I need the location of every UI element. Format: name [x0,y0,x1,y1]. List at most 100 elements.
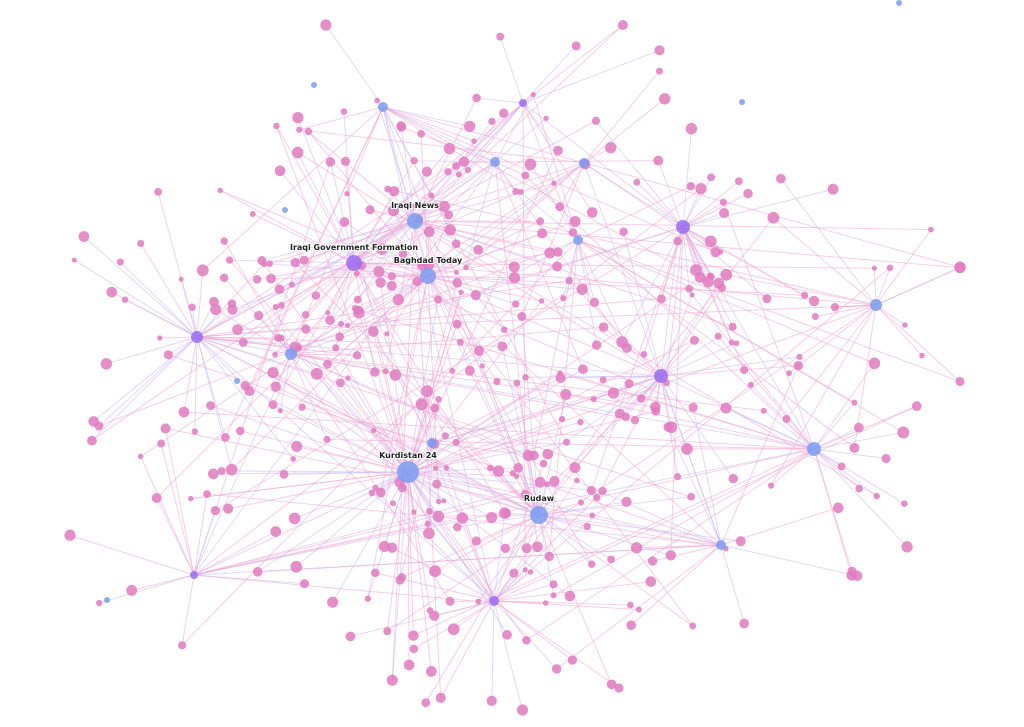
entity-node[interactable] [551,180,557,187]
entity-node[interactable] [524,158,537,171]
entity-node[interactable] [488,117,496,125]
source-node[interactable] [282,207,288,213]
entity-node[interactable] [351,304,359,312]
entity-node[interactable] [371,568,380,578]
entity-node[interactable] [512,188,520,195]
entity-node[interactable] [739,618,750,629]
entity-node[interactable] [685,284,694,293]
entity-node[interactable] [563,438,571,446]
entity-node[interactable] [527,569,534,575]
entity-node[interactable] [386,280,397,291]
entity-node[interactable] [425,666,437,677]
entity-node[interactable] [728,473,738,484]
entity-node[interactable] [509,568,519,578]
entity-node[interactable] [624,379,634,389]
source-hub-node[interactable] [407,213,423,229]
entity-node[interactable] [188,495,194,502]
entity-node[interactable] [555,372,566,383]
entity-node[interactable] [630,542,643,554]
source-node[interactable] [104,597,110,603]
entity-node[interactable] [735,536,746,547]
entity-node[interactable] [345,631,356,642]
entity-node[interactable] [157,335,163,341]
entity-node[interactable] [121,296,129,303]
entity-node[interactable] [719,208,730,219]
entity-node[interactable] [617,19,628,31]
entity-node[interactable] [487,464,494,472]
source-node[interactable] [311,82,317,88]
entity-node[interactable] [508,272,521,284]
entity-node[interactable] [555,202,565,212]
entity-node[interactable] [217,467,226,475]
entity-node[interactable] [388,186,400,197]
entity-node[interactable] [767,211,780,224]
entity-node[interactable] [704,235,717,248]
entity-node[interactable] [498,507,511,519]
entity-node[interactable] [873,492,880,500]
entity-node[interactable] [659,93,671,105]
entity-node[interactable] [203,490,211,498]
entity-node[interactable] [227,299,237,308]
entity-node[interactable] [353,295,362,304]
entity-node[interactable] [463,264,469,271]
entity-node[interactable] [116,258,124,266]
entity-node[interactable] [713,277,725,289]
entity-node[interactable] [154,187,163,196]
entity-node[interactable] [536,217,545,226]
topic-hub-node[interactable] [654,369,668,383]
entity-node[interactable] [432,510,445,523]
source-hub-node[interactable] [378,102,388,112]
entity-node[interactable] [511,300,520,308]
entity-node[interactable] [808,295,820,307]
entity-node[interactable] [542,600,549,606]
entity-node[interactable] [954,262,966,274]
entity-node[interactable] [434,295,443,304]
entity-node[interactable] [327,596,339,608]
entity-node[interactable] [607,387,620,399]
entity-node[interactable] [332,344,340,352]
entity-node[interactable] [232,324,243,335]
entity-node[interactable] [598,322,609,332]
source-hub-node[interactable] [807,442,821,456]
entity-node[interactable] [383,627,392,636]
entity-node[interactable] [452,277,463,288]
entity-node[interactable] [559,415,566,423]
entity-node[interactable] [868,357,881,370]
entity-node[interactable] [299,579,310,589]
entity-node[interactable] [633,178,641,186]
entity-node[interactable] [447,623,460,636]
entity-node[interactable] [456,338,464,346]
entity-node[interactable] [412,276,423,287]
entity-node[interactable] [137,239,145,248]
entity-node[interactable] [441,432,449,440]
entity-node[interactable] [673,472,682,481]
entity-node[interactable] [473,345,485,356]
entity-node[interactable] [178,276,184,282]
source-hub-node[interactable] [579,158,589,168]
entity-node[interactable] [364,595,372,602]
entity-node[interactable] [386,674,398,686]
entity-node[interactable] [568,228,578,237]
entity-node[interactable] [689,292,695,298]
entity-node[interactable] [767,482,775,489]
entity-node[interactable] [689,335,699,345]
entity-node[interactable] [598,486,607,496]
entity-node[interactable] [897,426,910,439]
entity-node[interactable] [384,331,390,337]
entity-node[interactable] [225,463,238,476]
entity-node[interactable] [714,332,722,340]
entity-node[interactable] [606,679,617,690]
entity-node[interactable] [451,239,461,249]
source-hub-node[interactable] [420,268,436,284]
entity-node[interactable] [279,469,289,479]
entity-node[interactable] [665,550,677,561]
entity-node[interactable] [720,402,732,414]
entity-node[interactable] [544,247,556,259]
topic-hub-node[interactable] [346,255,362,271]
entity-node[interactable] [654,45,665,56]
entity-node[interactable] [560,295,567,302]
entity-node[interactable] [458,156,470,167]
entity-node[interactable] [389,369,402,381]
entity-node[interactable] [456,512,469,524]
topic-hub-node[interactable] [489,596,499,606]
